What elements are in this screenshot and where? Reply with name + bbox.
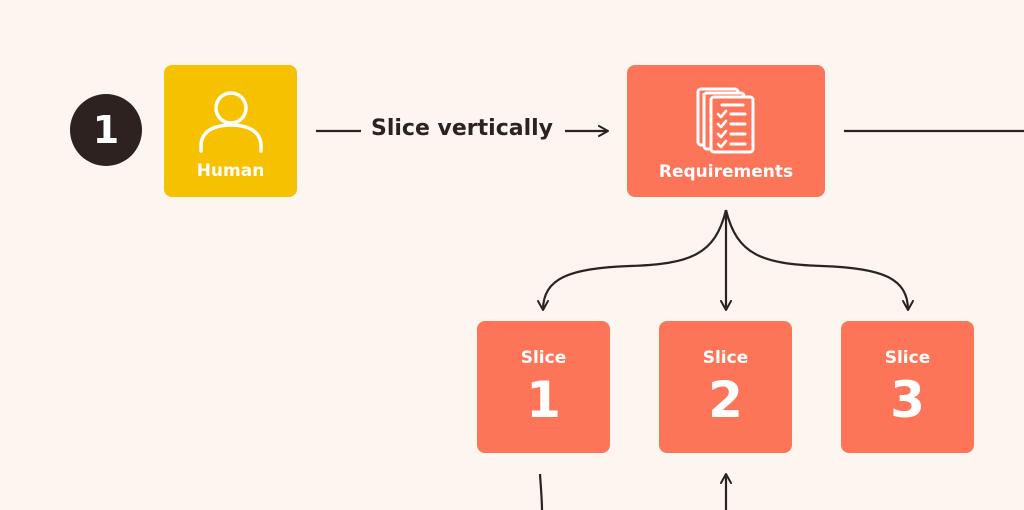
step-number-badge: 1 (70, 94, 142, 166)
slice-node-3-label: Slice (884, 347, 931, 368)
person-icon (198, 91, 263, 153)
arrow-requirements-to-slice-1 (537, 209, 728, 311)
slice-node-1-number: 1 (526, 370, 561, 429)
connector-slice-1-down (538, 473, 544, 510)
slice-node-1: Slice 1 (477, 321, 610, 453)
slice-node-1-label: Slice (520, 347, 567, 368)
slice-node-2-label: Slice (702, 347, 749, 368)
human-node: Human (164, 65, 297, 197)
requirements-node-label: Requirements (658, 162, 794, 182)
documents-checklist-icon (696, 87, 755, 154)
arrow-requirements-to-slice-3 (724, 209, 914, 311)
human-node-label: Human (196, 161, 265, 181)
slice-node-2: Slice 2 (659, 321, 792, 453)
slice-node-3-number: 3 (890, 370, 925, 429)
edge-label-slice-vertically: Slice vertically (371, 116, 554, 141)
slice-node-2-number: 2 (708, 370, 743, 429)
requirements-node: Requirements (627, 65, 825, 197)
slice-node-3: Slice 3 (841, 321, 974, 453)
